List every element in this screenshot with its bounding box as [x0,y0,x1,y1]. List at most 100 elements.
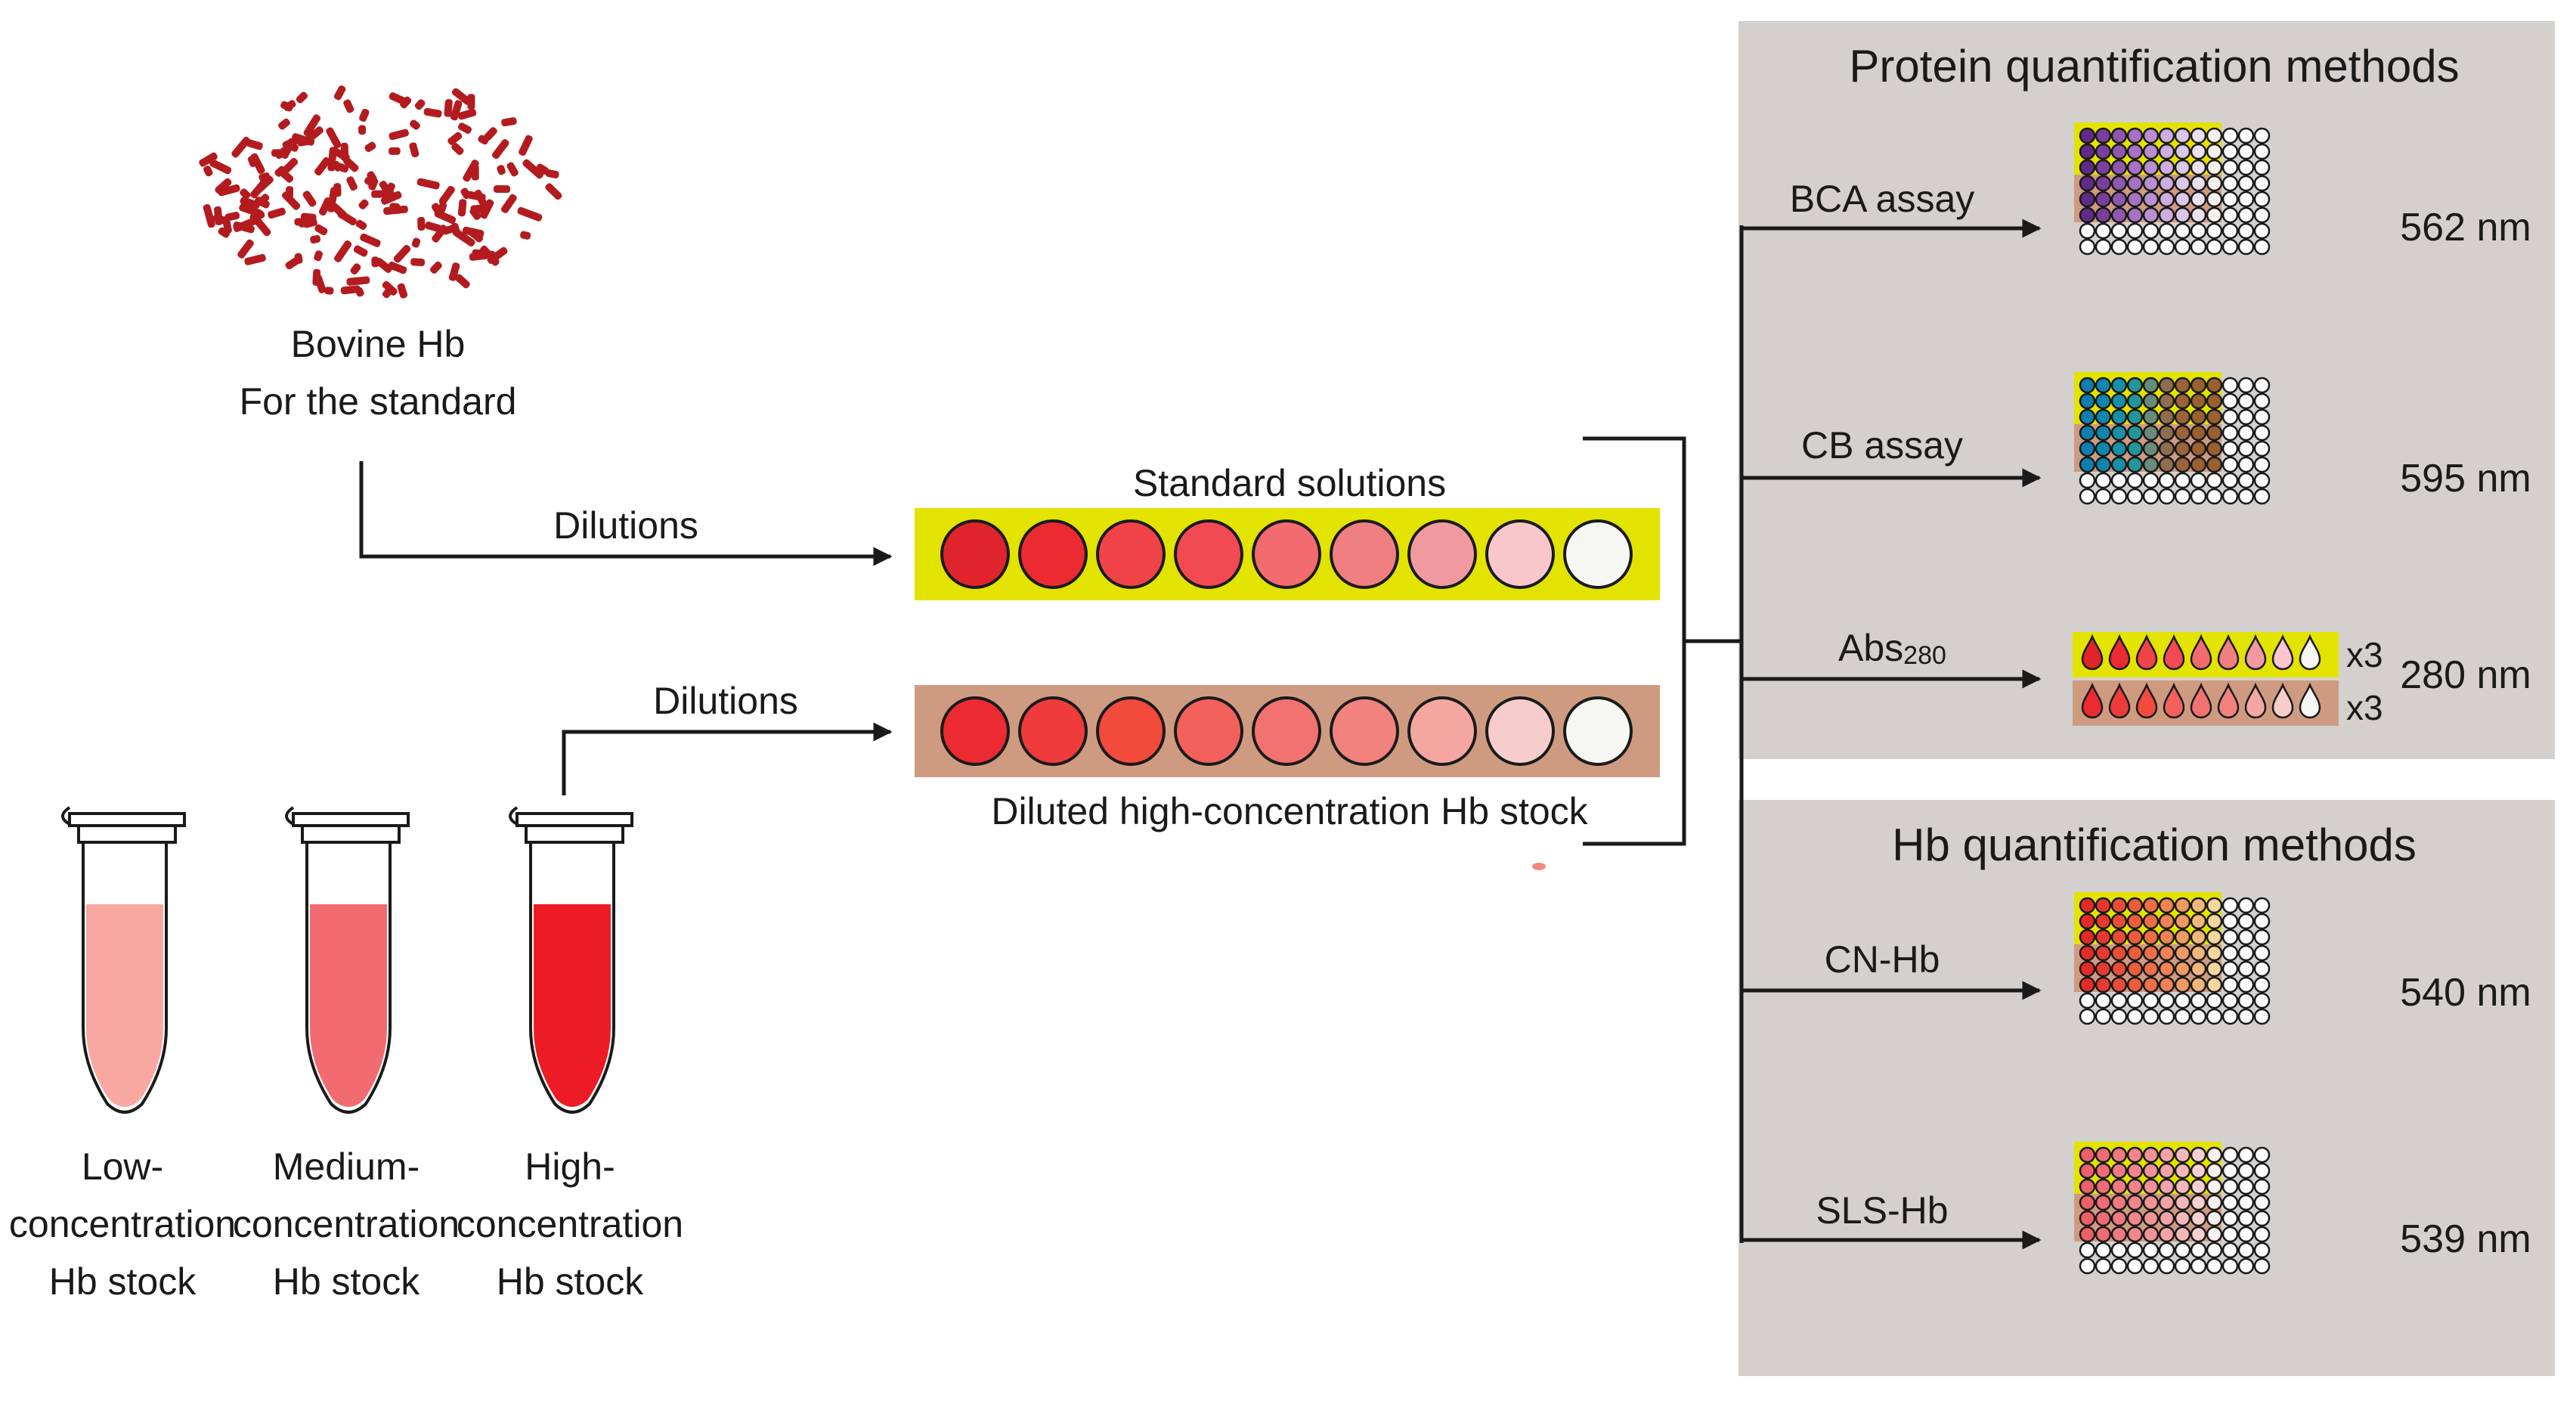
hb-panel-title: Hb quantification methods [1892,820,2417,870]
bca-well [2206,206,2223,224]
bca-well [2095,238,2112,256]
bca-well [2126,191,2144,208]
cn-hb-well [2095,992,2112,1009]
hb-speck [268,207,286,219]
cn-hb-well [2221,976,2239,993]
tube-liquid [310,904,387,1107]
cn-hb-well [2190,913,2207,930]
sls-hb-well [2158,1241,2175,1259]
bca-well [2253,206,2271,224]
hb-speck [374,258,385,268]
bca-well [2206,175,2223,192]
hb-speck [457,199,467,217]
cb-well [2142,456,2160,473]
bca-well [2079,222,2096,240]
bca-well [2158,175,2175,192]
hb-speck [312,268,321,287]
hb-speck [389,203,401,211]
hb-speck [389,129,409,141]
bca-well [2095,143,2112,160]
bca-well [2079,143,2096,160]
cb-well [2190,456,2207,473]
cn-hb-well [2253,1008,2271,1025]
sls-hb-well [2158,1178,2175,1195]
cn-hb-well [2253,897,2271,914]
sls-hb-well [2174,1241,2191,1259]
bovine-hb-label: Bovine Hb [291,323,466,365]
hb-speck [455,274,470,289]
cn-hb-well [2190,1008,2207,1025]
cn-hb-well [2221,913,2239,930]
bca-well [2174,206,2191,224]
hb-speck [484,127,497,141]
cb-well [2221,408,2239,426]
cn-hb-well [2110,992,2128,1009]
cn-hb-well [2158,944,2175,962]
bca-well [2095,206,2112,224]
tube-medium [285,806,410,1114]
cn-hb-well [2174,960,2191,978]
sls-hb-well [2110,1241,2128,1259]
sls-hb-well [2142,1162,2160,1179]
cn-hb-well [2237,897,2255,914]
bca-well [2190,127,2207,144]
cn-hb-well [2110,960,2128,978]
bca-well [2095,159,2112,176]
cb-well [2221,424,2239,442]
bca-well [2221,143,2239,160]
hb-speck [410,258,426,267]
sls-hb-well [2110,1257,2128,1275]
bca-well [2110,159,2128,176]
tube-low-label-2: concentration [9,1203,236,1245]
sls-hb-well [2142,1241,2160,1259]
abs280-stock-droplet [2081,682,2104,719]
cb-well [2237,392,2255,410]
bca-well [2206,127,2223,144]
hb-speck [444,98,453,117]
sls-hb-well [2237,1210,2255,1227]
cb-well [2142,472,2160,489]
hb-speck [497,165,506,175]
cb-well [2158,472,2175,489]
cn-hb-well [2221,1008,2239,1025]
bca-well [2095,175,2112,192]
abs280-stock-droplet [2190,682,2212,719]
sls-hb-well [2206,1241,2223,1259]
cb-well [2237,488,2255,505]
cb-well [2221,472,2239,489]
hb-speck [203,166,213,177]
sls-hb-well [2206,1257,2223,1275]
bca-well [2237,222,2255,240]
sls-hb-well [2079,1226,2096,1243]
cb-well [2221,392,2239,410]
bca-well [2095,191,2112,208]
hb-speck [397,283,408,299]
cn-hb-well [2253,976,2271,993]
sls-hb-well [2221,1178,2239,1195]
hb-speck [389,147,401,155]
tube-low [61,806,186,1114]
cn-hb-well [2142,992,2160,1009]
cn-hb-well [2079,928,2096,946]
hb-speck [346,276,370,286]
sls-hb-well [2190,1178,2207,1195]
cb-well [2253,392,2271,410]
hb-speck [333,85,346,101]
cb-well [2253,488,2271,505]
sls-hb-well [2190,1257,2207,1275]
hb-speck [279,157,299,177]
cn-hb-well [2079,944,2096,962]
bca-well [2253,159,2271,176]
bca-well [2190,238,2207,256]
bca-well [2190,159,2207,176]
sls-hb-well [2095,1178,2112,1195]
hb-speck [359,108,370,122]
hb-speck [310,234,321,244]
sls-hb-well [2237,1241,2255,1259]
hb-speck [337,210,357,226]
bca-well [2237,159,2255,176]
tube-cap [292,812,410,827]
cb-well [2174,408,2191,426]
bca-well [2110,191,2128,208]
